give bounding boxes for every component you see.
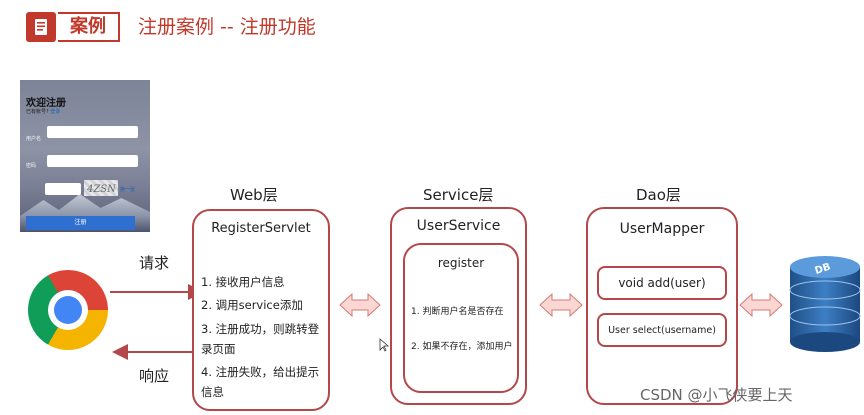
- register-heading: 欢迎注册: [26, 98, 66, 109]
- chrome-icon: [28, 270, 108, 350]
- watermark: CSDN @小飞侠要上天: [640, 386, 793, 404]
- mouse-cursor-icon: [379, 338, 390, 352]
- dao-layer-title: Dao层: [636, 186, 681, 204]
- password-label: 密码: [26, 163, 37, 169]
- case-badge-icon: [26, 12, 56, 42]
- user-service-title: UserService: [416, 218, 501, 234]
- register-method-title: register: [437, 256, 485, 270]
- captcha-refresh-link: 换一张: [120, 187, 136, 193]
- user-mapper-title: UserMapper: [619, 221, 705, 237]
- servlet-step: 信息: [201, 385, 224, 399]
- servlet-step: 1. 接收用户信息: [201, 275, 285, 289]
- service-layer-title: Service层: [423, 186, 494, 204]
- request-label: 请求: [139, 254, 170, 272]
- servlet-step: 3. 注册成功，则跳转登: [201, 322, 320, 336]
- register-step: 2. 如果不存在，添加用户: [411, 342, 513, 352]
- servlet-step: 录页面: [201, 342, 236, 356]
- username-input: [47, 126, 138, 138]
- register-submit-button: 注册: [26, 216, 135, 230]
- database-label: DB: [813, 262, 832, 277]
- select-method-label: User select(username): [608, 325, 716, 336]
- register-method-box: register 1. 判断用户名是否存在 2. 如果不存在，添加用户: [403, 243, 519, 393]
- page-title: 注册案例 -- 注册功能: [138, 16, 316, 38]
- servlet-step: 4. 注册失败，给出提示: [201, 365, 320, 379]
- password-input: [47, 155, 138, 167]
- captcha-image: 4ZSN: [84, 180, 118, 196]
- web-layer-title: Web层: [230, 186, 278, 204]
- account-prompt: 已有帐号? 登录: [26, 109, 61, 115]
- username-label: 用户名: [26, 136, 42, 142]
- add-method-box: void add(user): [597, 266, 727, 300]
- captcha-text: 4ZSN: [86, 184, 117, 195]
- web-service-arrow: [339, 292, 381, 318]
- select-method-box: User select(username): [597, 313, 727, 347]
- captcha-input: [45, 183, 81, 195]
- response-label: 响应: [139, 367, 170, 385]
- register-servlet-title: RegisterServlet: [211, 221, 311, 236]
- user-mapper-box: UserMapper void add(user) User select(us…: [586, 207, 738, 405]
- login-link: 登录: [50, 109, 61, 115]
- register-servlet-box: RegisterServlet 1. 接收用户信息 2. 调用service添加…: [192, 209, 330, 411]
- service-dao-arrow: [539, 292, 583, 318]
- database-icon: [789, 256, 861, 352]
- case-badge-label: 案例: [58, 12, 120, 42]
- register-step: 1. 判断用户名是否存在: [411, 307, 504, 317]
- servlet-step: 2. 调用service添加: [201, 298, 303, 312]
- user-service-box: UserService register 1. 判断用户名是否存在 2. 如果不…: [390, 207, 527, 405]
- add-method-label: void add(user): [618, 276, 706, 290]
- register-page-thumbnail: 欢迎注册 已有帐号? 登录 用户名 密码 4ZSN 换一张 注册: [20, 80, 150, 232]
- dao-db-arrow: [739, 292, 783, 318]
